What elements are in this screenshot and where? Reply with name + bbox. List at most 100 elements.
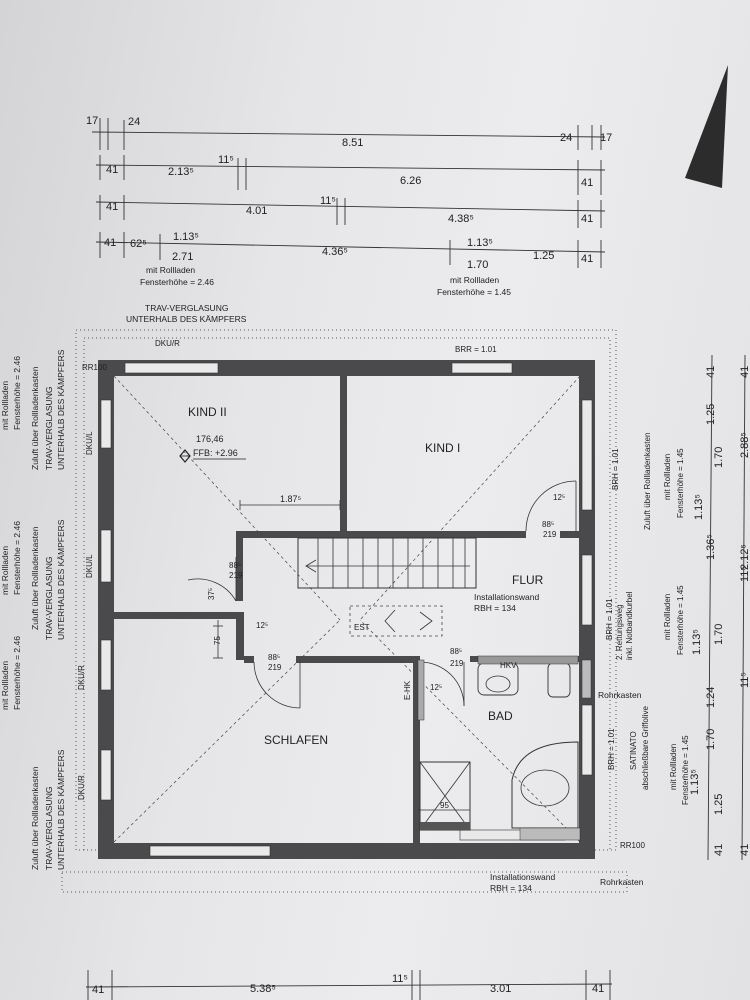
dim-r2-41b: 41 — [581, 177, 593, 189]
dim-r3-41a: 41 — [106, 201, 118, 213]
staircase — [297, 537, 477, 589]
left-note-a1: mit Rollladen — [0, 381, 10, 430]
room-kind-2: KIND II — [188, 405, 227, 419]
left-note-a2: Fensterhöhe = 2.46 — [12, 356, 22, 430]
dim-r4-113a: 1.13⁵ — [173, 231, 199, 243]
rdim-136: 1.36⁵ — [705, 534, 717, 560]
rohrkasten-2: Rohrkasten — [600, 877, 644, 887]
windows — [100, 362, 593, 857]
left-note-b1: mit Rollladen — [0, 546, 10, 595]
dim-r4-41a: 41 — [104, 237, 116, 249]
rdim-41a: 41 — [705, 366, 717, 378]
room-labels: KIND II KIND I FLUR SCHLAFEN BAD — [188, 405, 544, 747]
dim-75: 75 — [213, 636, 222, 645]
dim-r3-401: 4.01 — [246, 205, 267, 217]
dim-r3-41b: 41 — [581, 213, 593, 225]
bathroom-fixtures — [417, 655, 592, 841]
bdim-115: 11⁵ — [392, 973, 408, 985]
plan-annotations: 176,46 FFB: +2.96 1.87⁵ 12⁵ 88⁵ 219 88⁵ … — [82, 339, 645, 893]
odim-41: 41 — [739, 366, 750, 378]
odim-115a: 11⁵ — [739, 566, 750, 582]
rdim-113c: 1.13⁵ — [689, 769, 701, 795]
dim-r3-438: 4.38⁵ — [448, 213, 474, 225]
dku-left-2: DKU/L — [85, 554, 94, 578]
walls — [98, 360, 595, 859]
ehk-label: E-HK — [403, 680, 412, 700]
est-label: EST — [354, 623, 370, 632]
right-mit-3: mit Rollladen — [669, 744, 678, 790]
internal-dim-lines — [213, 500, 470, 811]
left-note-c5: UNTERHALB DES KÄMPFERS — [56, 749, 66, 870]
installation-wall-label: Installationswand — [474, 592, 539, 602]
rr100-top: RR100 — [82, 363, 107, 372]
door-flur-height: 219 — [543, 530, 557, 539]
installation-wall-bottom-rbh: RBH = 134 — [490, 883, 532, 893]
rohrkasten-1: Rohrkasten — [598, 690, 642, 700]
dim-top-17a: 17 — [86, 115, 98, 127]
odim-288: 2.88⁵ — [739, 432, 750, 458]
roof-diagonals — [113, 375, 581, 843]
brh-2: BRH = 1.01 — [605, 598, 614, 640]
installation-wall-bottom: Installationswand — [490, 872, 555, 882]
left-note-c3: Zuluft über Rollladenkasten — [30, 766, 40, 870]
dim-r2-626: 6.26 — [400, 175, 421, 187]
left-note-b4: TRAV-VERGLASUNG — [44, 557, 54, 640]
toilet-icon — [547, 662, 571, 698]
dim-187: 1.87⁵ — [280, 494, 302, 504]
heater-ehk — [417, 659, 425, 721]
rdim-125c: 1.25 — [713, 794, 725, 815]
rdim-125a: 1.25 — [705, 404, 717, 425]
level-marker-icon — [179, 449, 191, 463]
rdim-41c: 41 — [713, 844, 725, 856]
dim-37: 37⁵ — [207, 588, 216, 600]
ffb-value: FFB: +2.96 — [193, 448, 238, 458]
left-note-b2: Fensterhöhe = 2.46 — [12, 521, 22, 595]
dim-r4-41b: 41 — [581, 253, 593, 265]
room-schlafen: SCHLAFEN — [264, 733, 328, 747]
top-dimensions: 17 24 8.51 24 17 41 2.13⁵ 11⁵ 6.26 41 41… — [86, 115, 612, 271]
installation-wall-rbh: RBH = 134 — [474, 603, 516, 613]
right-fh-2: Fensterhöhe = 1.45 — [676, 585, 685, 655]
left-note-b5: UNTERHALB DES KÄMPFERS — [56, 519, 66, 640]
note-top-left-b: Fensterhöhe = 2.46 — [140, 277, 214, 287]
brh-3: BRH = 1.01 — [607, 728, 616, 770]
dim-r2-115: 11⁵ — [218, 154, 234, 166]
door-k2-width: 88⁵ — [229, 561, 241, 570]
door-s-height: 219 — [268, 663, 282, 672]
note-top-left-a: mit Rollladen — [146, 265, 195, 275]
left-note-a3: Zuluft über Rollladenkasten — [30, 366, 40, 470]
dku-top: DKU/R — [155, 339, 180, 348]
outline-dotted-bottom — [61, 871, 628, 893]
bdim-301: 3.01 — [490, 983, 511, 995]
left-note-b3: Zuluft über Rollladenkasten — [30, 526, 40, 630]
satinato-label: SATINATO — [629, 731, 638, 770]
door-bad-width: 88⁵ — [450, 647, 462, 656]
door-k2-height: 219 — [229, 571, 243, 580]
odim-41b: 41 — [739, 844, 750, 856]
dim-r2-213: 2.13⁵ — [168, 166, 194, 178]
odim-2125: 2.12⁵ — [739, 544, 750, 570]
left-note-a5: UNTERHALB DES KÄMPFERS — [56, 349, 66, 470]
hkv-label: HKV — [500, 661, 517, 670]
rdim-124: 1.24 — [705, 687, 717, 708]
right-mit-1: mit Rollladen — [663, 454, 672, 500]
dim-r4-125: 1.25 — [533, 250, 554, 262]
right-rotated-notes: BRH = 1.01 BRH = 1.01 BRH = 1.01 2. Rett… — [605, 433, 690, 805]
corner-bathtub-icon — [511, 741, 579, 829]
dim-r4-625: 62⁵ — [130, 238, 147, 250]
dim-top-24b: 24 — [560, 132, 572, 144]
right-fh-3: Fensterhöhe = 1.45 — [681, 735, 690, 805]
room-kind-1: KIND I — [425, 441, 460, 455]
dku-left-3: DKU/R — [77, 665, 86, 690]
door-swings — [187, 480, 577, 709]
right-dimensions: 41 1.25 1.13⁵ 1.70 1.36⁵ 1.13⁵ 1.70 1.24… — [689, 354, 750, 861]
left-note-c2: Fensterhöhe = 2.46 — [12, 636, 22, 710]
odim-115b: 11⁵ — [739, 672, 750, 688]
dku-left-1: DKU/L — [85, 431, 94, 455]
dim-top-24a: 24 — [128, 116, 140, 128]
top-window-notes: mit Rollladen Fensterhöhe = 2.46 mit Rol… — [126, 265, 511, 324]
rdim-170a: 1.70 — [713, 447, 725, 468]
left-note-c1: mit Rollladen — [0, 661, 10, 710]
